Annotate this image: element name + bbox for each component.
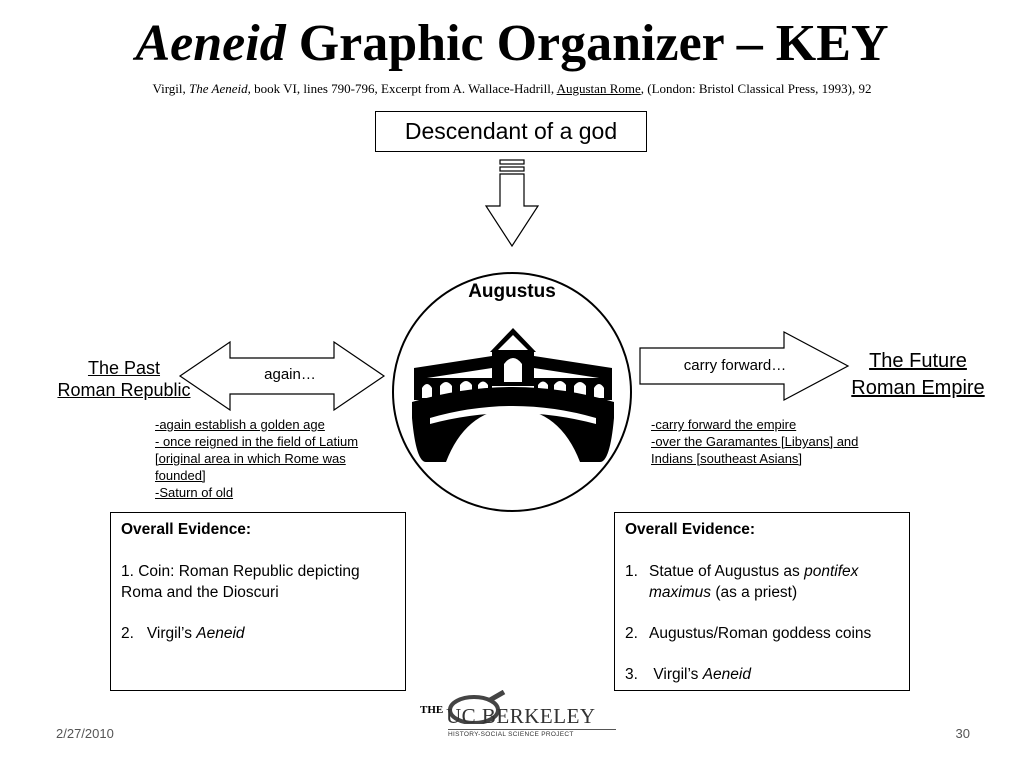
future-label: The Future Roman Empire (836, 348, 1000, 402)
future-label-line2: Roman Empire (851, 377, 985, 399)
descendant-box: Descendant of a god (375, 111, 647, 152)
down-arrow (484, 159, 540, 248)
citation-suffix: , (London: Bristol Classical Press, 1993… (640, 81, 872, 96)
again-double-arrow (178, 340, 386, 412)
evidence-item-text: Virgil’s (146, 625, 197, 642)
again-text: again… (264, 366, 316, 383)
past-label: The Past Roman Republic (44, 357, 204, 401)
past-note: [original area in which Rome was (155, 451, 346, 466)
future-label-line1: The Future (869, 350, 967, 372)
evidence-item-body: Statue of Augustus as pontifex maximus (… (649, 561, 899, 603)
page-title: Aeneid Graphic Organizer – KEY (0, 12, 1024, 76)
evidence-item-number: 3. (625, 666, 638, 683)
logo-the: THE (420, 704, 444, 716)
logo-main: UC BERKELEY (446, 704, 596, 728)
evidence-heading: Overall Evidence: (121, 521, 252, 538)
future-note: Indians [southeast Asians] (651, 451, 803, 466)
evidence-item-italic: Aeneid (702, 666, 751, 683)
title-rest: Graphic Organizer – KEY (285, 15, 889, 72)
past-note: -Saturn of old (155, 485, 234, 500)
title-italic: Aeneid (135, 15, 286, 72)
citation: Virgil, The Aeneid, book VI, lines 790-7… (0, 81, 1024, 97)
evidence-item-body: Virgil’s Aeneid (649, 664, 751, 685)
carry-forward-text: carry forward… (683, 357, 787, 374)
past-note: -again establish a golden age (155, 417, 325, 432)
evidence-heading: Overall Evidence: (625, 521, 756, 538)
citation-work: The Aeneid, (189, 81, 251, 96)
page-number: 30 (955, 726, 970, 741)
footer-date: 2/27/2010 (56, 726, 114, 741)
future-note: -carry forward the empire (651, 417, 797, 432)
evidence-item-after: (as a priest) (711, 584, 798, 601)
evidence-item-number: 1. (625, 563, 638, 580)
evidence-item-text: Statue of Augustus as (649, 563, 805, 580)
past-note: founded] (155, 468, 206, 483)
logo-sub: HISTORY-SOCIAL SCIENCE PROJECT (448, 729, 616, 738)
past-note: - once reigned in the field of Latium (155, 434, 359, 449)
future-evidence-box: Overall Evidence: 1. Statue of Augustus … (614, 512, 910, 691)
future-note: -over the Garamantes [Libyans] and (651, 434, 859, 449)
bridge-icon (412, 328, 614, 462)
carry-forward-arrow (639, 331, 850, 401)
evidence-item-italic: Aeneid (196, 625, 245, 642)
citation-mid: book VI, lines 790-796, Excerpt from A. … (250, 81, 557, 96)
past-label-line2: Roman Republic (57, 380, 191, 400)
augustus-label: Augustus (468, 281, 556, 302)
evidence-item-text: Augustus/Roman goddess coins (649, 625, 872, 642)
evidence-item-text: Virgil’s (653, 666, 703, 683)
evidence-item: 1. Statue of Augustus as pontifex maximu… (625, 561, 899, 603)
evidence-item: 2. Virgil’s Aeneid (121, 623, 395, 644)
past-evidence-box: Overall Evidence: 1. Coin: Roman Republi… (110, 512, 406, 691)
evidence-item-number: 2. (625, 625, 638, 642)
evidence-item: 2. Augustus/Roman goddess coins (625, 623, 899, 644)
citation-book: Augustan Rome (556, 81, 641, 96)
magnifier-icon (448, 690, 506, 724)
past-label-line1: The Past (87, 358, 161, 378)
past-notes: -again establish a golden age - once rei… (155, 416, 395, 501)
evidence-item-number: 2. (121, 625, 134, 642)
evidence-item: 1. Coin: Roman Republic depicting Roma a… (121, 563, 360, 601)
evidence-item-italic: pontifex maximus (649, 563, 859, 601)
citation-prefix: Virgil, (152, 81, 190, 96)
uc-berkeley-logo: THE UC BERKELEY HISTORY-SOCIAL SCIENCE P… (418, 690, 618, 742)
evidence-item: 3. Virgil’s Aeneid (625, 664, 899, 685)
future-notes: -carry forward the empire -over the Gara… (651, 416, 911, 467)
